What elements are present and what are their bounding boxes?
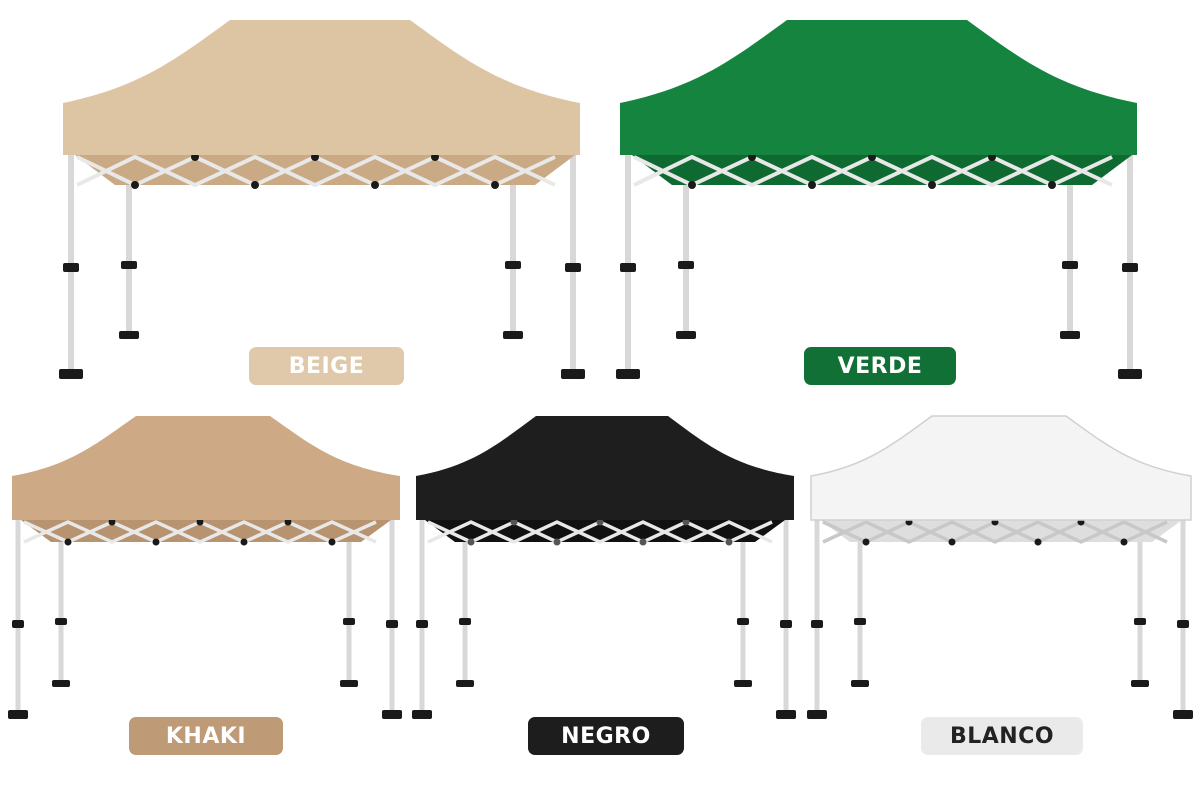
color-name: BEIGE xyxy=(288,353,365,379)
color-name: BLANCO xyxy=(949,723,1055,749)
color-name: NEGRO xyxy=(561,723,651,749)
tent-khaki xyxy=(6,412,406,724)
tent-negro-graphic xyxy=(412,416,796,719)
color-label-beige: BEIGE xyxy=(249,347,404,385)
color-label-khaki: KHAKI xyxy=(129,717,283,755)
tent-beige-graphic xyxy=(59,20,585,379)
tent-beige xyxy=(55,15,595,385)
tent-verde xyxy=(612,15,1152,385)
tent-blanco xyxy=(805,412,1197,724)
tent-negro xyxy=(410,412,800,724)
color-label-negro: NEGRO xyxy=(528,717,684,755)
tent-blanco-graphic xyxy=(807,415,1193,719)
color-label-blanco: BLANCO xyxy=(921,717,1083,755)
tent-verde-graphic xyxy=(616,20,1142,379)
color-name: KHAKI xyxy=(165,723,247,749)
color-name: VERDE xyxy=(837,353,923,379)
tent-khaki-graphic xyxy=(8,416,402,719)
color-label-verde: VERDE xyxy=(804,347,956,385)
